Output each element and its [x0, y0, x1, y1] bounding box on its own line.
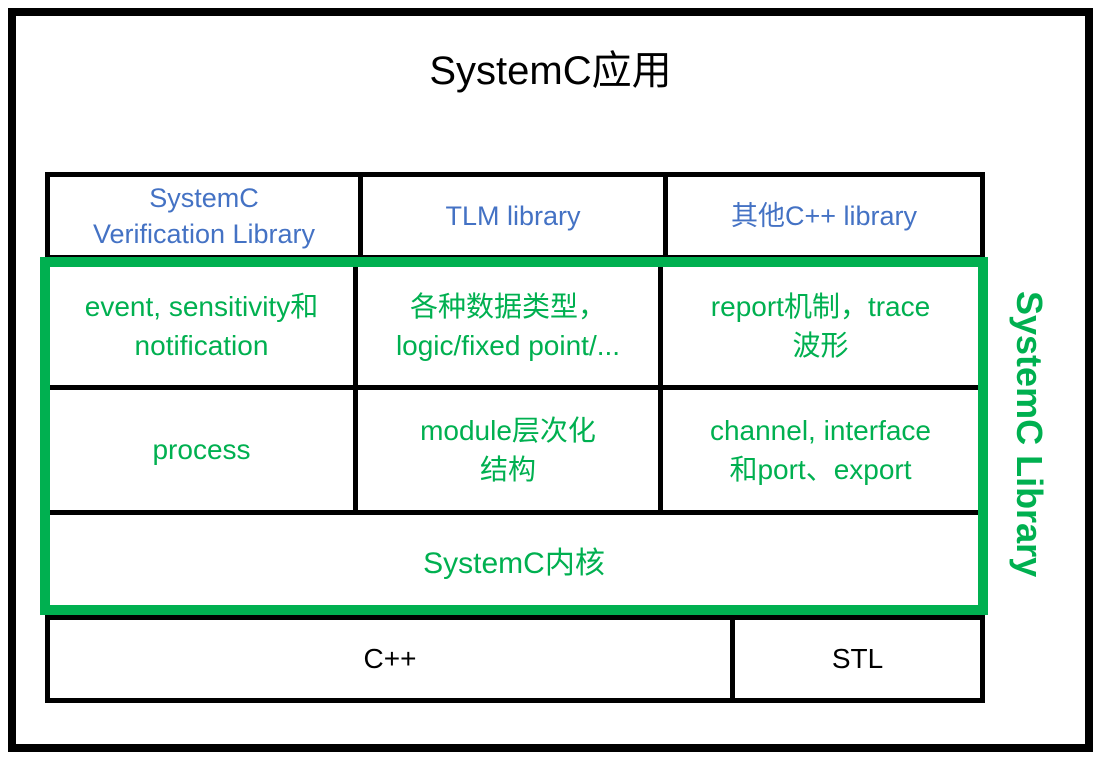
base-layer-row: C++ STL [45, 615, 985, 703]
structure-row: process module层次化 结构 channel, interface … [50, 390, 978, 510]
systemc-library-label: SystemC Library [1009, 290, 1050, 578]
header-cell-other-cpp-library: 其他C++ library [663, 177, 980, 255]
features-row: event, sensitivity和 notification 各种数据类型，… [50, 267, 978, 385]
cell-data-types: 各种数据类型， logic/fixed point/... [353, 267, 658, 385]
row-divider [50, 385, 978, 390]
cell-channel-interface-port: channel, interface 和port、export [658, 390, 978, 510]
cell-module-hierarchy: module层次化 结构 [353, 390, 658, 510]
cell-stl: STL [730, 620, 980, 698]
cell-cpp: C++ [363, 643, 417, 674]
external-libraries-row: SystemC Verification Library TLM library… [45, 172, 985, 260]
header-cell-systemc-verification-library: SystemC Verification Library [92, 182, 316, 249]
cell-event-sensitivity-notification: event, sensitivity和 notification [84, 290, 319, 361]
header-cell-tlm-library: TLM library [358, 177, 663, 255]
cell-report-trace: report机制，trace 波形 [658, 267, 978, 385]
cell-systemc-kernel: SystemC内核 [423, 547, 605, 580]
cell-process: process [152, 434, 251, 466]
systemc-library-box: event, sensitivity和 notification 各种数据类型，… [40, 257, 988, 615]
outer-frame [8, 8, 1093, 752]
row-divider [50, 510, 978, 515]
page-title: SystemC应用 [429, 49, 672, 93]
